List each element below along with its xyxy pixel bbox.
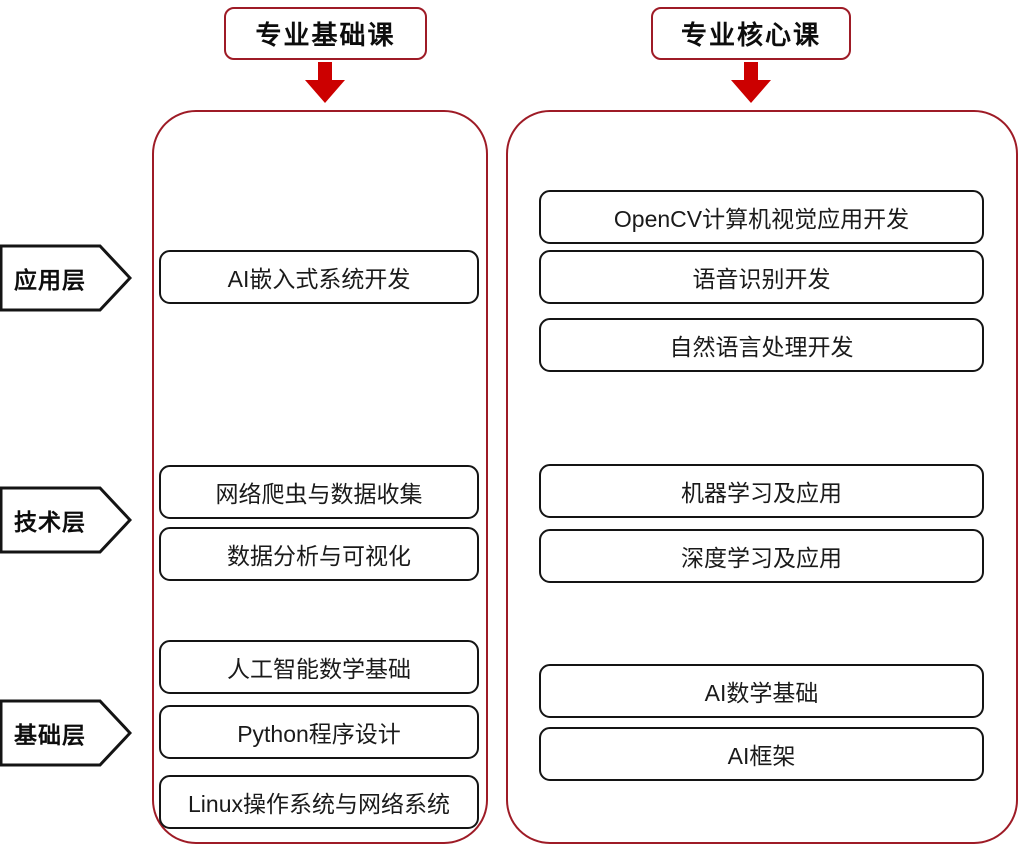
chevron-shape-icon (0, 244, 132, 312)
course-box[interactable]: Python程序设计 (159, 705, 479, 759)
course-box[interactable]: Linux操作系统与网络系统 (159, 775, 479, 829)
course-box[interactable]: 网络爬虫与数据收集 (159, 465, 479, 519)
course-box[interactable]: OpenCV计算机视觉应用开发 (539, 190, 984, 244)
layer-label-foundation: 基础层 (14, 722, 86, 748)
layer-label-technology: 技术层 (14, 509, 86, 535)
down-arrow-icon (727, 62, 775, 104)
course-box[interactable]: 人工智能数学基础 (159, 640, 479, 694)
chevron-shape-icon (0, 699, 132, 767)
down-arrow-icon (301, 62, 349, 104)
course-box[interactable]: AI嵌入式系统开发 (159, 250, 479, 304)
course-box[interactable]: AI数学基础 (539, 664, 984, 718)
chevron-shape-icon (0, 486, 132, 554)
layer-label-application: 应用层 (14, 267, 86, 293)
course-box[interactable]: 机器学习及应用 (539, 464, 984, 518)
header-pill-basic-courses: 专业基础课 (224, 7, 427, 60)
course-box[interactable]: 深度学习及应用 (539, 529, 984, 583)
layer-chevron-foundation: 基础层 (0, 698, 132, 768)
layer-chevron-technology: 技术层 (0, 485, 132, 555)
course-box[interactable]: 数据分析与可视化 (159, 527, 479, 581)
header-pill-core-courses: 专业核心课 (651, 7, 851, 60)
layer-chevron-application: 应用层 (0, 243, 132, 313)
course-box[interactable]: 语音识别开发 (539, 250, 984, 304)
course-box[interactable]: 自然语言处理开发 (539, 318, 984, 372)
course-box[interactable]: AI框架 (539, 727, 984, 781)
